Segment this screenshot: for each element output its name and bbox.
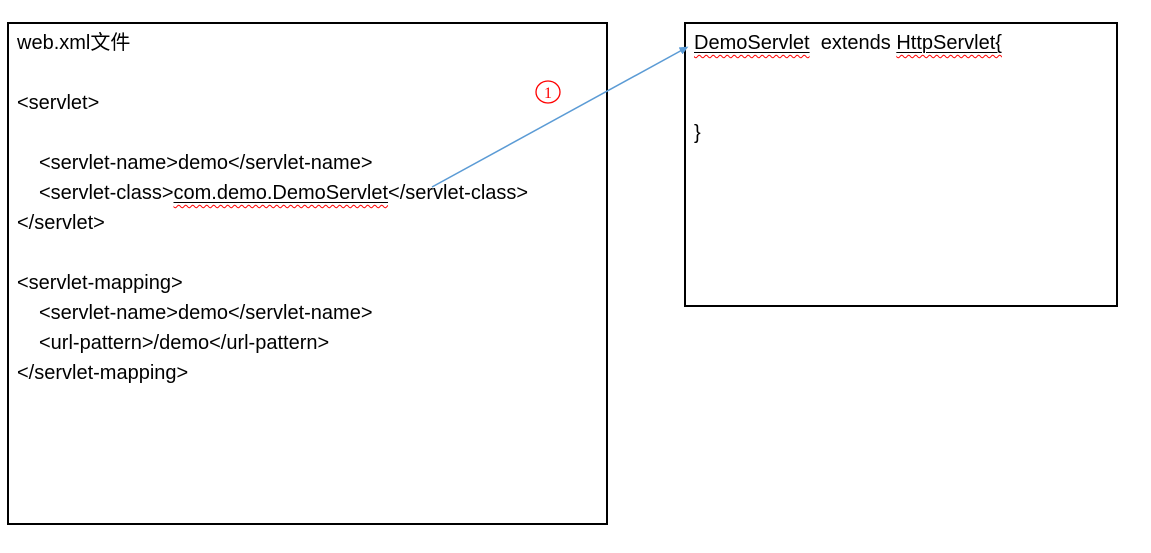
java-class-box: DemoServlet extends HttpServlet{ } [684, 22, 1118, 307]
blank-line [17, 238, 598, 268]
webxml-title: web.xml文件 [17, 32, 131, 54]
closing-brace: } [694, 122, 701, 144]
class-name-underline: DemoServlet [694, 32, 810, 54]
xml-url-pattern-line: <url-pattern>/demo</url-pattern> [39, 332, 330, 354]
superclass-underline: HttpServlet{ [896, 32, 1002, 54]
xml-servlet-class-line: <servlet-class>com.demo.DemoServlet</ser… [17, 178, 598, 208]
xml-servlet-close-tag: </servlet> [17, 212, 105, 234]
webxml-box: web.xml文件 <servlet> <servlet-name>demo</… [7, 22, 608, 525]
class-name: DemoServlet [694, 32, 810, 54]
xml-mapping-close-tag: </servlet-mapping> [17, 362, 189, 384]
servlet-class-open-tag: <servlet-class> [39, 182, 174, 204]
blank-line [694, 58, 1108, 88]
extends-keyword: extends [809, 32, 897, 54]
servlet-class-value: com.demo.DemoServlet [173, 182, 389, 204]
xml-servlet-name-line: <servlet-name>demo</servlet-name> [39, 152, 373, 174]
servlet-class-underline: com.demo.DemoServlet [174, 182, 389, 204]
class-declaration-line: DemoServlet extends HttpServlet{ [694, 28, 1108, 58]
xml-servlet-open-tag: <servlet> [17, 92, 100, 114]
blank-line [17, 58, 598, 88]
xml-mapping-servlet-name-line: <servlet-name>demo</servlet-name> [39, 302, 373, 324]
blank-line [694, 88, 1108, 118]
xml-mapping-open-tag: <servlet-mapping> [17, 272, 183, 294]
blank-line [17, 118, 598, 148]
servlet-class-close-tag: </servlet-class> [388, 182, 529, 204]
superclass-name: HttpServlet{ [896, 32, 1002, 54]
